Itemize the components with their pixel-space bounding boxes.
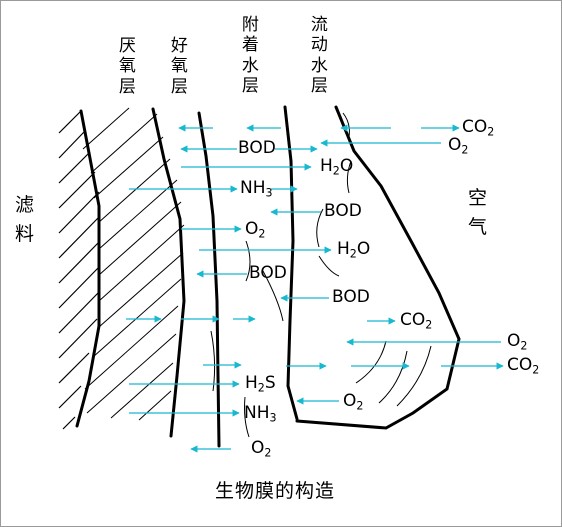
- label-nh3-2: NH3: [244, 403, 277, 425]
- label-anaerobic-layer: 厌氧层: [118, 36, 136, 97]
- label-o2-right: O2: [507, 331, 528, 353]
- flow-curves: [210, 112, 432, 438]
- label-attached-water-layer: 附着水层: [241, 15, 259, 97]
- filter-surface-line: [75, 109, 101, 428]
- label-filter-media: 滤料: [14, 194, 34, 245]
- label-flowing-water-layer: 流动水层: [310, 15, 328, 97]
- label-bod-4: BOD: [332, 287, 370, 307]
- anaerobic-aerobic-boundary: [151, 107, 186, 438]
- label-aerobic-layer: 好氧层: [170, 36, 188, 97]
- label-nh3-1: NH3: [240, 178, 273, 200]
- label-o2-1: O2: [245, 219, 266, 241]
- boundary-lines: [75, 105, 461, 448]
- label-bod-3: BOD: [249, 263, 287, 283]
- diagram-caption: 生物膜的构造: [215, 480, 336, 502]
- water-air-boundary: [295, 105, 461, 430]
- label-h2s: H2S: [245, 373, 276, 395]
- label-h2o-1: H2O: [320, 156, 354, 178]
- label-air: 空气: [467, 187, 487, 238]
- label-co2-top: CO2: [462, 117, 495, 139]
- label-bod-2: BOD: [324, 201, 362, 221]
- attached-flowing-boundary: [283, 105, 299, 421]
- label-o2-3: O2: [251, 438, 272, 460]
- label-o2-2: O2: [343, 391, 364, 413]
- label-h2o-2: H2O: [337, 239, 371, 261]
- label-co2-right: CO2: [507, 355, 540, 377]
- anaerobic-layer-hatching: [82, 107, 185, 421]
- label-o2-top: O2: [448, 135, 469, 157]
- diffusion-arrows: [126, 124, 504, 453]
- aerobic-attached-boundary: [197, 111, 221, 448]
- label-co2-1: CO2: [400, 310, 433, 332]
- filter-hatching: [58, 111, 100, 430]
- label-bod-1: BOD: [238, 138, 276, 158]
